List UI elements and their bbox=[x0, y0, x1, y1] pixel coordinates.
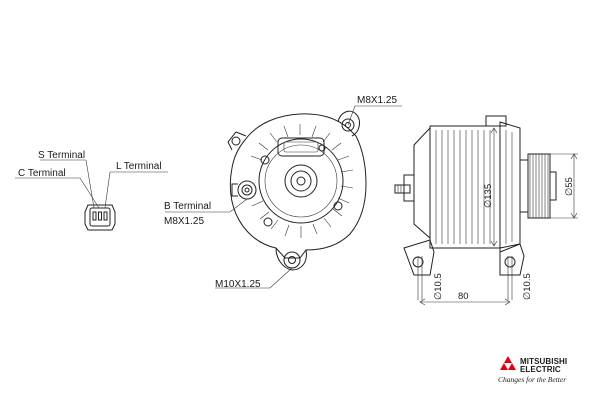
bottom-thread-label: M10X1.25 bbox=[215, 279, 261, 290]
mitsubishi-logo-icon bbox=[500, 356, 516, 370]
brand-name-line2: ELECTRIC bbox=[520, 365, 561, 374]
c-terminal-label: C Terminal bbox=[18, 168, 66, 179]
connector-drawing bbox=[15, 159, 168, 231]
right-mount-dim: ∅10.5 bbox=[522, 273, 533, 300]
mount-spacing-dim: 80 bbox=[458, 291, 469, 302]
top-thread-label: M8X1.25 bbox=[357, 95, 397, 106]
body-diameter-dim: ∅135 bbox=[483, 184, 494, 208]
b-terminal-label: B Terminal bbox=[164, 201, 211, 212]
pulley-diameter-dim: ∅55 bbox=[564, 177, 575, 196]
s-terminal-label: S Terminal bbox=[38, 150, 85, 161]
l-terminal-label: L Terminal bbox=[116, 161, 162, 172]
b-thread-label: M8X1.25 bbox=[164, 216, 204, 227]
alternator-side-view bbox=[394, 115, 578, 306]
left-mount-dim: ∅10.5 bbox=[433, 273, 444, 300]
brand-name-line1: MITSUBISHI bbox=[520, 357, 567, 366]
brand-tagline: Changes for the Better bbox=[498, 375, 566, 384]
alternator-front-view bbox=[165, 105, 402, 289]
